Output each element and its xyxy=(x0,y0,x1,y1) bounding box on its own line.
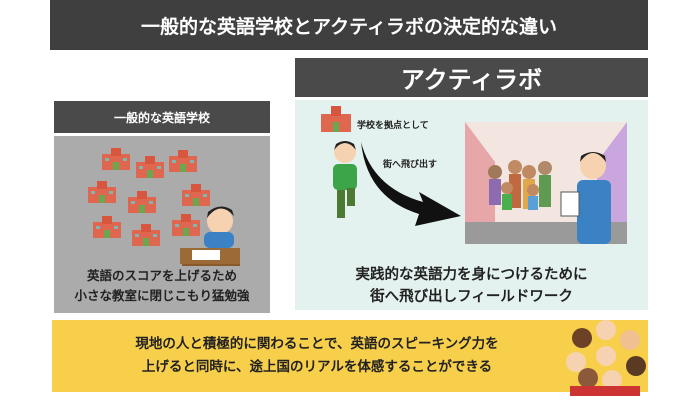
actilab-caption-line2: 街へ飛び出しフィールドワーク xyxy=(370,289,573,305)
summary-banner: 現地の人と積極的に関わることで、英語のスピーキング力を 上げると同時に、途上国の… xyxy=(52,320,648,396)
actilab-caption-line1: 実践的な英語力を身につけるために xyxy=(355,267,588,283)
general-school-panel: 英語のスコアを上げるため 小さな教室に閉じこもり猛勉強 xyxy=(54,136,270,313)
fieldwork-street-illustration xyxy=(465,122,627,244)
actilab-panel: 学校を拠点として 街へ飛び出す 実践的な英語力を身につけるために 街へ飛び出しフ… xyxy=(295,100,648,310)
studying-student-icon xyxy=(180,206,240,266)
general-caption-line1: 英語のスコアを上げるため xyxy=(86,268,237,283)
running-student-icon xyxy=(333,141,357,218)
summary-text: 現地の人と積極的に関わることで、英語のスピーキング力を 上げると同時に、途上国の… xyxy=(102,333,532,379)
label-go-to-street: 街へ飛び出す xyxy=(383,160,438,170)
interviewer-icon xyxy=(560,152,611,244)
running-student-arrow-illustration xyxy=(333,141,461,226)
general-caption-line2: 小さな教室に閉じこもり猛勉強 xyxy=(74,288,250,303)
cheering-people-icon xyxy=(566,320,646,396)
page-title: 一般的な英語学校とアクティラボの決定的な違い xyxy=(50,0,648,50)
summary-line1: 現地の人と積極的に関わることで、英語のスピーキング力を xyxy=(135,336,499,352)
summary-line2: 上げると同時に、途上国のリアルを体感することができる xyxy=(141,359,493,375)
local-people-icon xyxy=(488,160,552,210)
general-school-header: 一般的な英語学校 xyxy=(54,101,270,133)
actilab-header: アクティラボ xyxy=(295,58,648,97)
general-caption: 英語のスコアを上げるため 小さな教室に閉じこもり猛勉強 xyxy=(54,266,270,306)
actilab-caption: 実践的な英語力を身につけるために 街へ飛び出しフィールドワーク xyxy=(295,264,648,308)
school-icon xyxy=(321,106,351,132)
label-school-base: 学校を拠点として xyxy=(357,121,429,131)
arrow-icon xyxy=(361,142,461,226)
school-buildings-illustration xyxy=(88,148,240,266)
